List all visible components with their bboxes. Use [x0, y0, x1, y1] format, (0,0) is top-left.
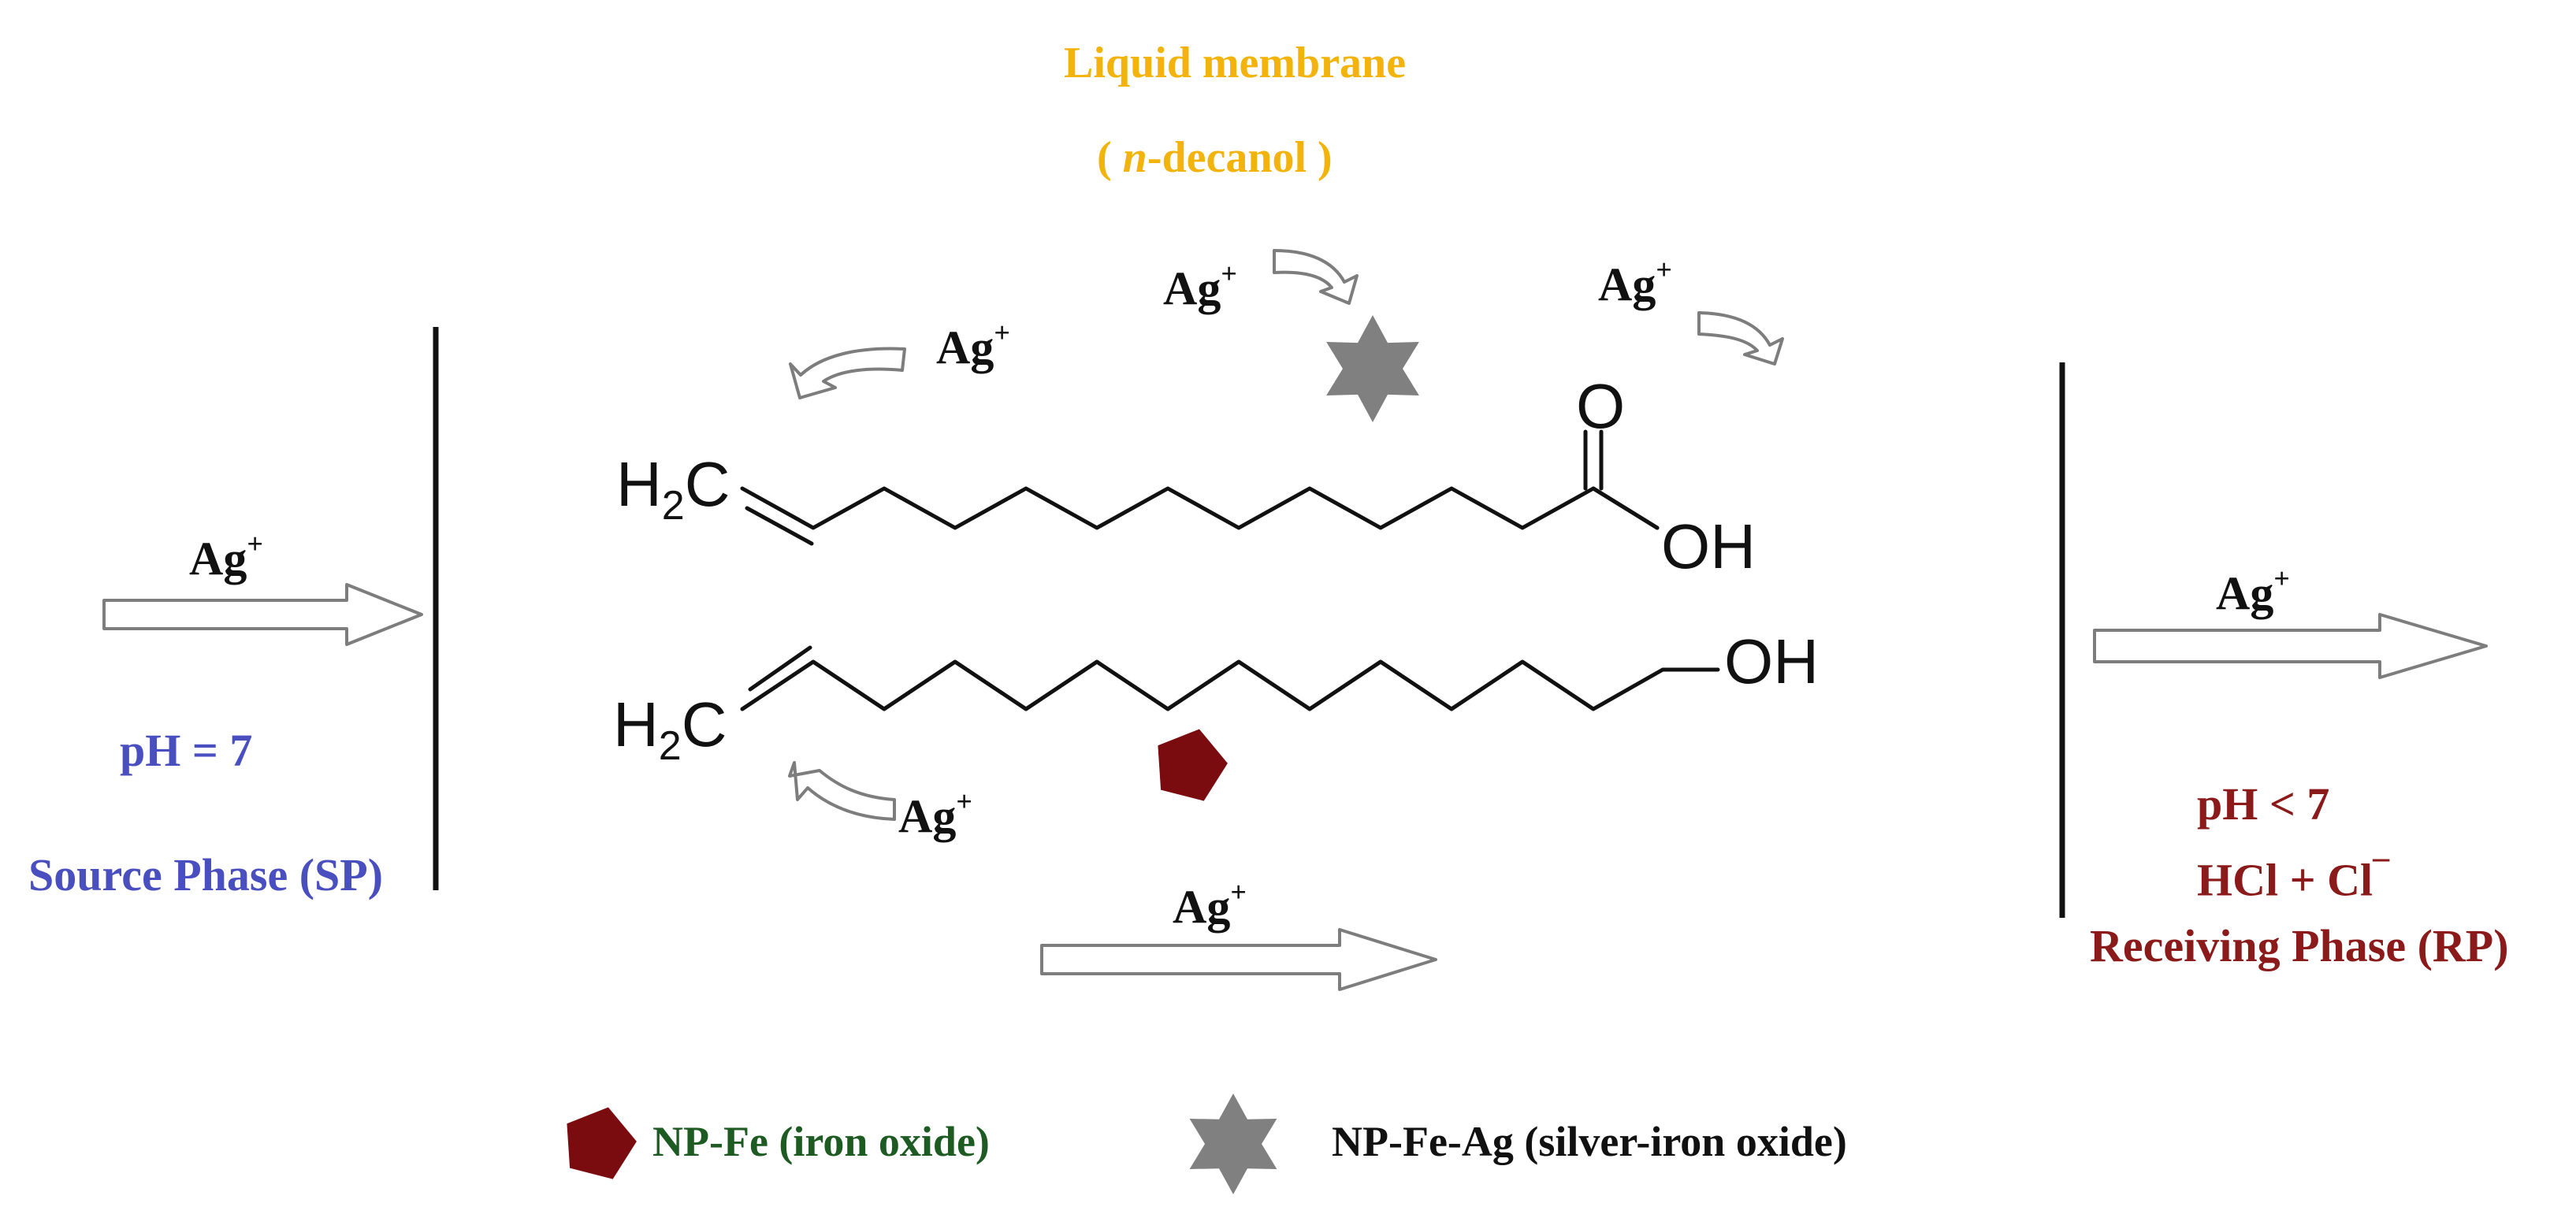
membrane-solvent: ( n-decanol )	[1097, 136, 1333, 180]
np-fe-ag-particle-icon	[1326, 315, 1419, 422]
source-transport-arrow	[102, 583, 423, 646]
acid-h2c-group: H2C	[616, 449, 730, 529]
curved-arrow-lower-left	[788, 761, 896, 821]
np-fe-particle-icon	[1158, 729, 1228, 801]
acid-carbon-chain	[740, 486, 1660, 530]
legend-np-fe-ag-icon	[1189, 1093, 1277, 1194]
ion-label-lower-left: Ag+	[898, 785, 972, 842]
curved-arrow-top-center	[1273, 249, 1359, 305]
solvent-italic-prefix: n	[1122, 133, 1147, 182]
ion-label-receiving: Ag+	[2216, 563, 2290, 619]
legend-np-fe-icon	[567, 1107, 637, 1179]
source-phase-name: Source Phase (SP)	[28, 849, 384, 900]
alcohol-hydroxyl-group: OH	[1724, 626, 1819, 696]
ion-label-upper-left: Ag+	[936, 317, 1010, 373]
membrane-title: Liquid membrane	[1064, 39, 1407, 87]
source-phase-ph: pH = 7	[120, 725, 253, 776]
curved-arrow-upper-left	[789, 347, 906, 399]
receiving-transport-arrow	[2093, 613, 2488, 679]
receiving-phase-acid: HCl + Cl‒	[2197, 840, 2390, 906]
solvent-name: -decanol	[1147, 133, 1307, 182]
ion-label-source: Ag+	[189, 528, 263, 585]
receiving-phase-name: Receiving Phase (RP)	[2090, 920, 2509, 971]
alcohol-h2c-group: H2C	[613, 689, 727, 769]
legend-np-fe-ag-label: NP-Fe-Ag (silver-iron oxide)	[1332, 1118, 1847, 1165]
membrane-transport-arrow	[1040, 928, 1437, 991]
acid-carbonyl-oxygen: O	[1576, 371, 1626, 441]
chloride-charge: ‒	[2373, 840, 2390, 876]
alcohol-terminal-double-bond	[748, 645, 812, 692]
acid-terminal-double-bond	[745, 506, 814, 546]
legend-np-fe-label: NP-Fe (iron oxide)	[652, 1118, 990, 1165]
acid-hydroxyl-group: OH	[1661, 511, 1756, 581]
ion-label-top-right: Ag+	[1598, 254, 1672, 310]
receiving-phase-ph: pH < 7	[2197, 778, 2330, 830]
curved-arrow-top-right	[1697, 311, 1784, 366]
paren-open: (	[1097, 133, 1112, 182]
ion-label-membrane: Ag+	[1173, 876, 1247, 933]
ion-label-top-center: Ag+	[1163, 258, 1237, 314]
acid-c-oh-bond	[1591, 486, 1660, 530]
alcohol-carbon-chain	[740, 659, 1720, 711]
paren-close: )	[1318, 133, 1333, 182]
